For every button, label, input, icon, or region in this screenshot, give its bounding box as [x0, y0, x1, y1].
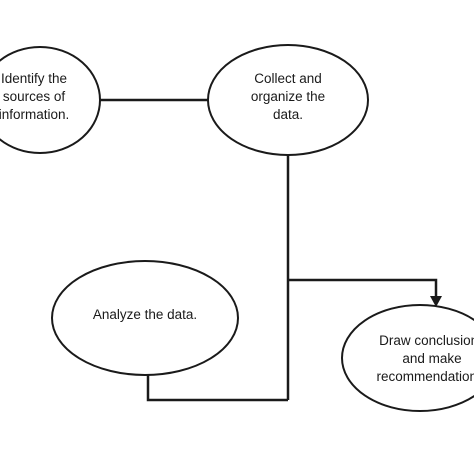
node-conclude-line-3: recommendations. — [376, 369, 474, 384]
node-collect-ellipse — [207, 44, 369, 156]
node-collect-line-2: organize the — [250, 89, 326, 104]
node-conclude-line-2: and make — [402, 351, 462, 366]
node-analyze-line-1: Analyze the data. — [92, 307, 198, 322]
node-conclude-ellipse — [341, 304, 474, 412]
node-identify-ellipse — [0, 46, 101, 154]
node-conclude-label: Draw conclusions and make recommendation… — [372, 332, 474, 386]
connector-analyze-to-main — [146, 372, 288, 402]
node-collect-line-1: Collect and — [254, 71, 322, 86]
node-collect-line-3: data. — [272, 107, 304, 122]
node-identify-line-2: sources of — [2, 89, 66, 104]
node-identify-line-1: Identify the — [0, 71, 68, 86]
node-analyze-label: Analyze the data. — [85, 306, 205, 324]
connector-to-conclude — [288, 278, 438, 300]
node-analyze-ellipse — [51, 260, 239, 376]
node-identify-line-3: information. — [0, 107, 70, 122]
node-collect-label: Collect and organize the data. — [230, 70, 346, 124]
node-conclude-line-1: Draw conclusions — [379, 333, 474, 348]
node-identify-label: Identify the sources of information. — [0, 70, 90, 124]
arrowhead-to-conclude — [430, 296, 442, 307]
